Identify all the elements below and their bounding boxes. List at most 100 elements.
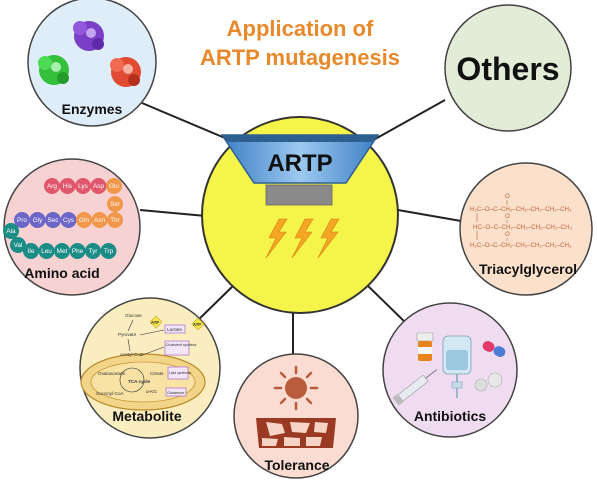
amino-acid-text-val: Val <box>14 242 23 249</box>
amino-acid-text-his: His <box>63 183 72 190</box>
amino-acid-text-asn: Asn <box>94 217 105 224</box>
iv-bag-icon <box>442 335 472 398</box>
amino-acid-bead-tyr <box>85 243 101 259</box>
formula-line-1: H₂C–O–C–CH₂–CH₂–CH₂–CH₂–CH₃ <box>470 206 572 213</box>
metabolite-boxes: Lactate Cholesterol synthesis Lipid synt… <box>164 324 197 397</box>
diagram-title: Application of ARTP mutagenesis <box>170 14 430 72</box>
enzymes-circle <box>27 0 157 127</box>
metabolite-label: Metabolite <box>112 408 181 424</box>
antibiotics-label: Antibiotics <box>414 408 487 424</box>
bolt-icon-1 <box>265 218 288 259</box>
amino-acid-bead-his <box>59 178 76 194</box>
met-akg: α-KG <box>146 389 157 394</box>
amino-acid-bead-gln <box>76 212 92 228</box>
amino-acid-bead-lys <box>75 178 91 194</box>
metabolic-pathway: Glucose Pyruvate Acetyl-CoA Oxaloacetate… <box>96 313 164 396</box>
amino-acid-text-ser: Ser <box>110 201 121 208</box>
met-lipid: Lipid synthesis <box>169 371 192 375</box>
amino-acid-text-tyr: Tyr <box>89 248 99 255</box>
atp-label-1: ATP <box>151 320 159 325</box>
node-antibiotics: Antibiotics <box>382 302 518 438</box>
connector-antibiotics <box>364 282 410 327</box>
amino-acid-text-phe: Phe <box>72 248 84 255</box>
amino-acid-bead-pro <box>14 212 30 228</box>
pathway-arrows <box>119 319 165 393</box>
triacylglycerol-formula: O H₂C–O–C–CH₂–CH₂–CH₂–CH₂–CH₃ O HC–O–C–C… <box>470 193 573 249</box>
met-oxaloacetate: Oxaloacetate <box>98 371 126 376</box>
connector-triacylglycerol <box>397 209 462 222</box>
connector-others <box>367 99 446 144</box>
amino-acid-text-glu: Glu <box>109 183 119 190</box>
amino-acid-text-lys: Lys <box>78 183 88 190</box>
formula-bonds <box>476 200 508 241</box>
amino-acid-bead-leu <box>38 243 55 259</box>
amino-acid-bead-met <box>54 243 70 259</box>
node-triacylglycerol: O H₂C–O–C–CH₂–CH₂–CH₂–CH₂–CH₃ O HC–O–C–C… <box>459 162 593 296</box>
triacylglycerol-label: Triacylglycerol <box>479 261 577 277</box>
carbonyl-o-3: O <box>505 231 510 238</box>
amino-acid-text-met: Met <box>57 248 68 255</box>
amino-acid-text-gln: Gln <box>79 217 89 224</box>
artp-label: ARTP <box>267 150 332 177</box>
node-artp-center: ARTP <box>201 116 399 314</box>
atp-icon-1: ATP <box>149 315 163 329</box>
amino-acid-text-thr: Thr <box>110 217 120 224</box>
amino-acid-bead-ile <box>23 243 39 259</box>
met-citrate: Citrate <box>150 371 164 376</box>
amino-acid-bead-cys <box>60 212 77 228</box>
amino-acid-bead-asp <box>90 178 107 194</box>
formula-line-2: HC–O–C–CH₂–CH₂–CH₂–CH₂–CH₃ <box>473 224 573 231</box>
artp-nozzle <box>265 184 333 206</box>
carbonyl-o-2: O <box>505 213 510 220</box>
sun-icon <box>273 365 319 411</box>
amino-acid-text-ile: Ile <box>28 248 35 255</box>
met-pyruvate: Pyruvate <box>118 332 137 337</box>
connector-amino-acid <box>139 209 207 217</box>
amino-acid-bead-arg <box>44 178 60 194</box>
met-glucose: Glucose <box>125 313 142 318</box>
amino-acid-bead-gly <box>29 212 46 228</box>
triacylglycerol-circle <box>459 162 593 296</box>
connector-enzymes <box>141 102 233 142</box>
amino-acid-bead-val <box>10 237 26 253</box>
met-glutamine: Glutamine <box>167 391 184 395</box>
atp-label-2: ATP <box>193 322 201 327</box>
amino-acid-text-trp: Trp <box>104 248 114 255</box>
amino-acid-bead-thr <box>107 212 123 228</box>
met-succinyl: Succinyl-CoA <box>96 391 125 396</box>
node-tolerance: Tolerance <box>233 353 359 479</box>
amino-acid-bead-ser <box>107 196 123 212</box>
amino-acid-text-leu: Leu <box>41 248 52 255</box>
met-acetyl-coa: Acetyl-CoA <box>120 352 144 357</box>
enzymes-label: Enzymes <box>62 101 123 117</box>
amino-acid-text-ala: Ala <box>6 228 16 235</box>
amino-acid-text-gly: Gly <box>33 217 43 224</box>
artp-funnel-top <box>222 135 378 142</box>
amino-acid-bead-sec <box>45 212 61 228</box>
title-line-2: ARTP mutagenesis <box>199 45 401 70</box>
tablet-icon <box>474 372 503 392</box>
atp-icon-2: ATP <box>191 317 205 331</box>
amino-acid-text-asp: Asp <box>93 183 104 190</box>
amino-acid-bead-trp <box>100 243 117 259</box>
others-label: Others <box>456 51 559 87</box>
met-cholesterol: Cholesterol synthesis <box>166 343 197 347</box>
pill-bottle-icon <box>416 332 434 361</box>
formula-line-3: H₂C–O–C–CH₂–CH₂–CH₂–CH₂–CH₃ <box>470 242 572 249</box>
amino-acid-bead-ala <box>3 223 19 239</box>
met-lactate: Lactate <box>167 327 183 332</box>
carbonyl-o-1: O <box>505 193 510 200</box>
amino-acid-bead-glu <box>106 178 122 194</box>
node-others: Others <box>444 4 572 132</box>
amino-acid-bead-phe <box>69 243 86 259</box>
amino-acid-label: Amino acid <box>24 265 99 281</box>
title-line-1: Application of <box>226 16 374 41</box>
syringe-icon <box>392 369 438 406</box>
cracked-earth-icon <box>256 418 336 448</box>
protein-red-icon <box>110 57 141 87</box>
protein-green-icon <box>38 55 69 85</box>
amino-acid-text-cys: Cys <box>63 217 74 224</box>
met-tca: TCA cycle <box>128 379 150 384</box>
